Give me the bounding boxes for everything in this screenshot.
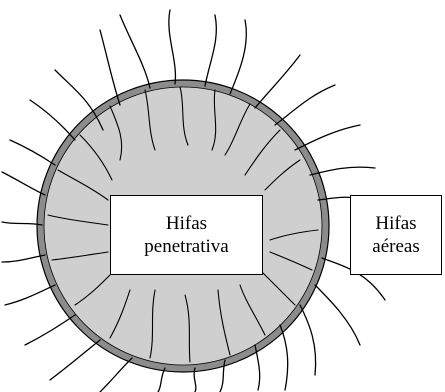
aerial-hypha (205, 15, 216, 86)
aerial-hypha (10, 140, 55, 165)
label-hifas-aereas-line2: aéreas (372, 235, 419, 258)
aerial-hypha (50, 340, 100, 380)
aerial-hypha (275, 85, 335, 125)
label-hifas-penetrativa: Hifas penetrativa (110, 195, 263, 275)
aerial-hypha (2, 255, 45, 262)
aerial-hypha (25, 315, 75, 345)
label-hifas-aereas: Hifas aéreas (350, 195, 442, 275)
aerial-hypha (230, 20, 246, 94)
aerial-hypha (100, 358, 132, 392)
aerial-hypha (120, 15, 150, 88)
aerial-hypha (2, 172, 45, 195)
aerial-hypha (2, 222, 42, 225)
aerial-hypha (158, 368, 165, 392)
aerial-hypha (169, 10, 176, 84)
aerial-hypha (300, 305, 316, 375)
aerial-hypha (5, 285, 55, 305)
aerial-hypha (30, 100, 75, 140)
label-hifas-aereas-line1: Hifas (375, 212, 416, 235)
aerial-hypha (255, 55, 300, 108)
aerial-hypha (100, 30, 120, 105)
label-hifas-penetrativa-line1: Hifas (166, 212, 207, 235)
aerial-hypha (315, 285, 360, 345)
label-hifas-penetrativa-line2: penetrativa (144, 235, 228, 258)
